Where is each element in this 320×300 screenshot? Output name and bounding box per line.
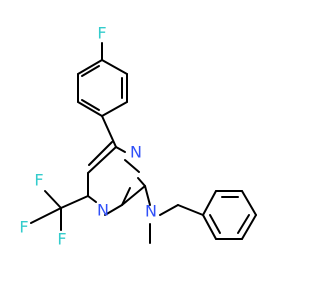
bond: [60, 195, 89, 209]
atom-label-nitrogen: N: [97, 201, 109, 220]
fluorophenyl-ring: [77, 42, 128, 117]
molecule-structure-diagram: F N N N F F F: [19, 24, 257, 249]
bond: [121, 185, 146, 206]
bond: [81, 65, 100, 77]
bond: [237, 214, 250, 234]
atom-label-fluorine: F: [57, 230, 66, 249]
bond: [104, 204, 123, 216]
bond: [77, 101, 103, 117]
bond: [121, 187, 131, 206]
atom-label-fluorine: F: [34, 171, 43, 190]
atom-label-nitrogen: N: [130, 143, 142, 162]
bond: [209, 214, 221, 234]
bond: [144, 185, 151, 206]
bond: [87, 146, 117, 174]
trifluoromethyl-group: [30, 190, 89, 231]
atom-label-fluorine: F: [97, 24, 106, 43]
bond: [159, 204, 179, 216]
bond: [87, 195, 97, 203]
bond: [115, 146, 126, 153]
bond: [44, 190, 62, 209]
bond: [101, 115, 117, 148]
bond: [202, 190, 217, 216]
bond: [101, 59, 128, 75]
bond: [77, 59, 103, 75]
bond: [241, 214, 257, 240]
bond: [137, 177, 146, 187]
bond: [81, 99, 100, 111]
bond: [30, 207, 62, 224]
bond: [202, 214, 217, 240]
bond: [101, 101, 128, 117]
benzyl-group: [177, 190, 257, 240]
bond: [124, 159, 140, 173]
atom-label-nitrogen: N: [145, 202, 157, 221]
bond: [177, 204, 204, 216]
bond: [241, 190, 257, 216]
bond: [88, 141, 113, 166]
amine-substituents: [149, 204, 179, 244]
atom-label-fluorine: F: [19, 218, 28, 237]
pyrimidine-ring: [87, 115, 151, 216]
